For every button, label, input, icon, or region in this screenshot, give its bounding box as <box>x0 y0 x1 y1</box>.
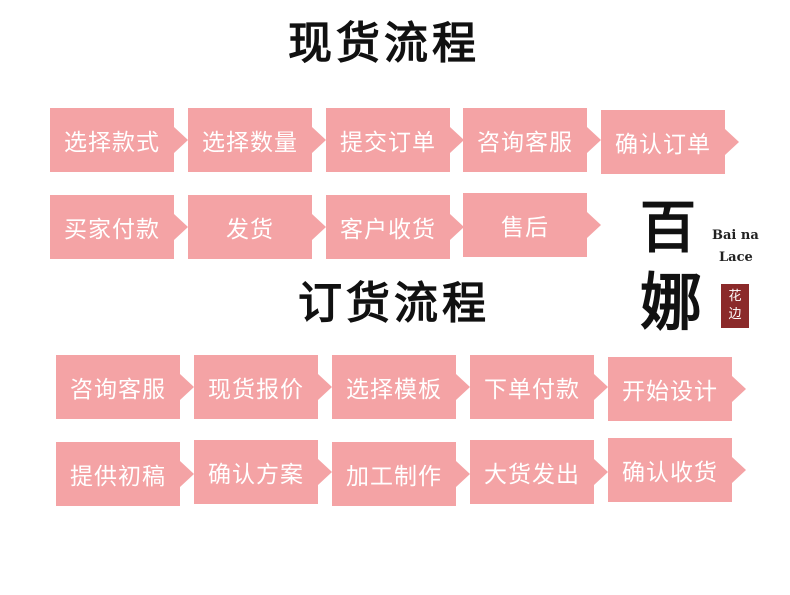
spot-step-ship: 发货 <box>188 195 312 259</box>
order-step-bulk-ship: 大货发出 <box>470 440 594 504</box>
spot-step-customer-receive: 客户收货 <box>326 195 450 259</box>
order-flow-title: 订货流程 <box>298 278 490 329</box>
logo-seal: 花 边 <box>721 284 749 328</box>
order-step-spot-quote: 现货报价 <box>194 355 318 419</box>
logo-char-bai: 百 <box>640 195 696 261</box>
spot-step-confirm-order: 确认订单 <box>601 110 725 174</box>
spot-step-submit-order: 提交订单 <box>326 108 450 172</box>
order-step-start-design: 开始设计 <box>608 357 732 421</box>
spot-flow-title: 现货流程 <box>288 18 480 69</box>
spot-step-buyer-pay: 买家付款 <box>50 195 174 259</box>
order-step-select-template: 选择模板 <box>332 355 456 419</box>
order-step-first-draft: 提供初稿 <box>56 442 180 506</box>
spot-step-select-quantity: 选择数量 <box>188 108 312 172</box>
logo-latin-line2: Lace <box>719 250 753 265</box>
order-step-manufacture: 加工制作 <box>332 442 456 506</box>
order-step-consult-service: 咨询客服 <box>56 355 180 419</box>
logo-char-na: 娜 <box>640 266 703 339</box>
seal-char-2: 边 <box>728 307 742 322</box>
spot-step-select-style: 选择款式 <box>50 108 174 172</box>
order-step-place-order-pay: 下单付款 <box>470 355 594 419</box>
order-step-confirm-receipt: 确认收货 <box>608 438 732 502</box>
spot-step-after-sales: 售后 <box>463 193 587 257</box>
spot-step-consult-service: 咨询客服 <box>463 108 587 172</box>
seal-char-1: 花 <box>728 289 742 304</box>
order-step-confirm-plan: 确认方案 <box>194 440 318 504</box>
logo-latin-line1: Bai na <box>712 228 759 243</box>
